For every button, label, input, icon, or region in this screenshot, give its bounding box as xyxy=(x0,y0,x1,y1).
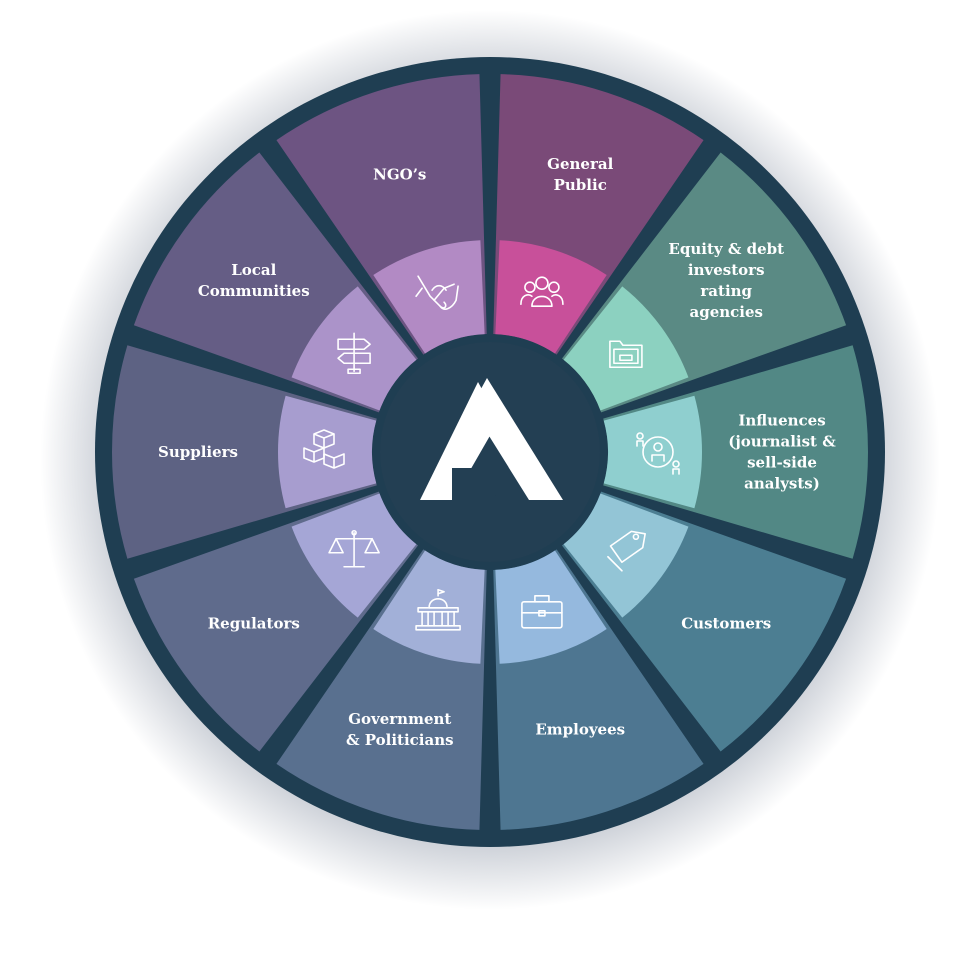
segment-label-line: agencies xyxy=(689,303,762,321)
segment-label-line: Public xyxy=(554,176,607,194)
logo-mark-icon xyxy=(420,378,563,500)
segment-label-employees: Employees xyxy=(535,721,625,739)
segment-suppliers[interactable] xyxy=(111,345,377,559)
segment-label-line: Government xyxy=(348,710,451,728)
segment-icons xyxy=(303,275,680,631)
network-people-icon xyxy=(636,432,680,475)
segment-accent-employees xyxy=(495,550,607,664)
boxes-icon xyxy=(303,429,345,469)
segment-label-line: Influences xyxy=(738,412,825,430)
segment-label-equity-debt: Equity & debt investors rating agencies xyxy=(668,240,784,321)
folder-document-icon xyxy=(609,340,643,369)
segment-label-line: Suppliers xyxy=(158,443,238,461)
segment-label-line: Local xyxy=(231,261,276,279)
segment-label-line: & Politicians xyxy=(346,731,454,749)
signpost-icon xyxy=(337,332,371,375)
segment-label-line: Customers xyxy=(681,615,771,633)
segment-accent-customers xyxy=(563,493,689,618)
segment-label-line: sell-side xyxy=(747,454,817,472)
handshake-icon xyxy=(415,275,459,310)
briefcase-icon xyxy=(521,594,563,629)
segment-label-customers: Customers xyxy=(681,615,771,633)
segment-label-influences: Influences (journalist & sell-side analysts… xyxy=(728,412,836,493)
segment-label-government: Government & Politicians xyxy=(346,710,454,749)
segment-label-ngos: NGO’s xyxy=(373,165,426,183)
segment-label-suppliers: Suppliers xyxy=(158,443,238,461)
segment-label-line: Communities xyxy=(198,282,310,300)
scales-icon xyxy=(328,529,380,568)
segment-label-line: Employees xyxy=(535,721,625,739)
segment-accent-suppliers xyxy=(278,395,377,509)
segment-label-line: rating xyxy=(700,282,752,300)
segments xyxy=(111,74,868,830)
government-building-icon xyxy=(415,588,461,631)
segment-label-line: Equity & debt xyxy=(668,240,784,258)
segment-label-line: analysts) xyxy=(744,475,820,493)
segment-label-line: Regulators xyxy=(208,615,300,633)
segment-accent-general-public xyxy=(495,240,607,354)
segment-label-line: (journalist & xyxy=(728,433,836,451)
segment-accent-influences xyxy=(603,395,703,509)
segment-label-line: General xyxy=(547,155,613,173)
segment-label-regulators: Regulators xyxy=(208,615,300,633)
price-tag-icon xyxy=(607,530,646,572)
people-group-icon xyxy=(520,276,564,308)
segment-influences[interactable] xyxy=(603,345,868,559)
segment-label-line: NGO’s xyxy=(373,165,426,183)
segment-label-line: investors xyxy=(688,261,765,279)
center-hub xyxy=(380,342,600,562)
segment-accent-ngos xyxy=(373,240,485,354)
segment-accent-equity-debt xyxy=(563,286,689,411)
